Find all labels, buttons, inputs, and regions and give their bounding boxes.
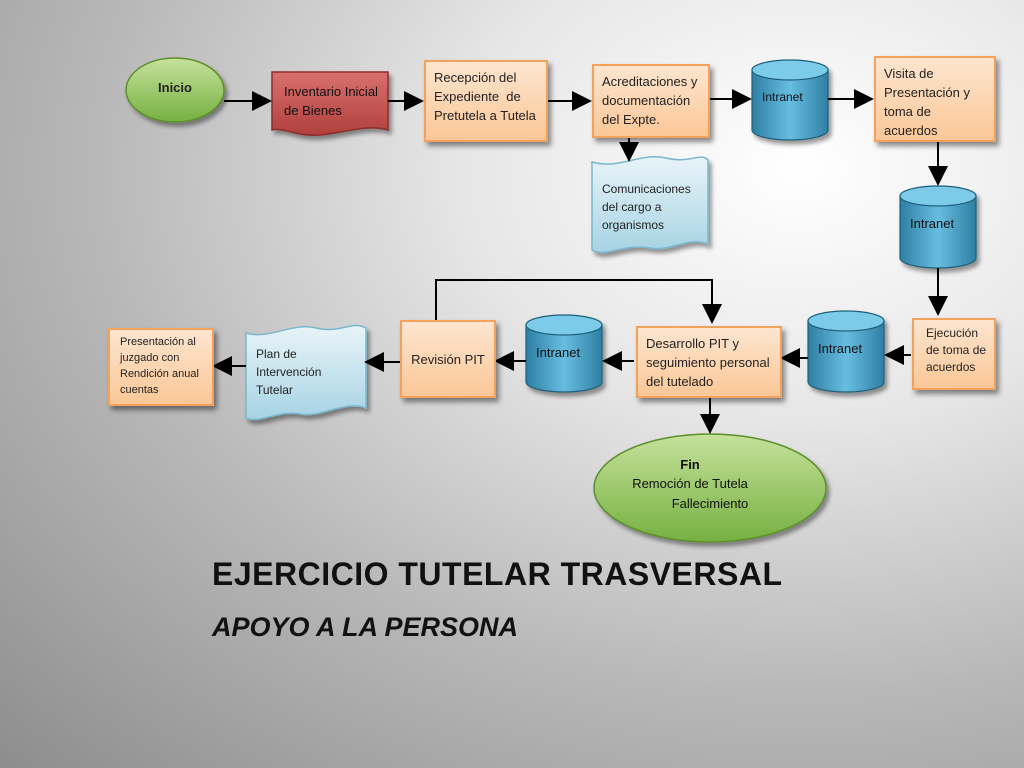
visita-line-2: Presentación y xyxy=(884,85,970,100)
ejecucion-line-3: acuerdos xyxy=(926,360,976,374)
presentacion-node: Presentación al juzgado con Rendición an… xyxy=(108,328,214,406)
comunicaciones-line-3: organismos xyxy=(602,218,665,232)
recepcion-line-3: Pretutela a Tutela xyxy=(434,108,536,123)
desarrollo-line-1: Desarrollo PIT y xyxy=(646,336,739,351)
visita-line-3: toma de acuerdos xyxy=(884,104,938,138)
recepcion-node: Recepción del Expediente de Pretutela a … xyxy=(424,60,548,142)
desarrollo-line-2: seguimiento personal xyxy=(646,355,770,370)
recepcion-line-1: Recepción del xyxy=(434,70,517,85)
plan-line-3: Tutelar xyxy=(256,383,293,397)
intranet-label-1: Intranet xyxy=(762,90,803,104)
inventario-line-2: de Bienes xyxy=(284,103,342,118)
intranet-label-2: Intranet xyxy=(910,216,955,231)
fin-oval xyxy=(593,433,827,543)
intranet-label-3: Intranet xyxy=(818,341,863,356)
comunicaciones-document-shape xyxy=(591,156,709,254)
comunicaciones-node: Comunicaciones del cargo a organismos xyxy=(602,180,708,234)
intranet-label-4: Intranet xyxy=(536,345,581,360)
acreditaciones-node: Acreditaciones y documentación del Expte… xyxy=(592,64,710,138)
acreditaciones-line-1: Acreditaciones y xyxy=(602,74,698,89)
visita-line-1: Visita de xyxy=(884,66,934,81)
inventario-label: Inventario Inicial de Bienes xyxy=(284,82,378,120)
intranet-cylinder-3 xyxy=(807,310,885,393)
desarrollo-node: Desarrollo PIT y seguimiento personal de… xyxy=(636,326,782,398)
arrow-revision-loop-desarrollo xyxy=(435,279,722,324)
inventario-line-1: Inventario Inicial xyxy=(284,84,378,99)
intranet-cylinder-4 xyxy=(525,314,603,393)
slide-subtitle: APOYO A LA PERSONA xyxy=(212,612,519,642)
plan-line-2: Intervención xyxy=(256,365,322,379)
comunicaciones-line-1: Comunicaciones xyxy=(602,182,691,196)
acreditaciones-line-3: del Expte. xyxy=(602,112,660,127)
presentacion-line-2: juzgado con xyxy=(120,352,180,364)
plan-line-1: Plan de xyxy=(256,347,297,361)
ejecucion-line-1: Ejecución xyxy=(926,326,979,340)
inicio-node: Inicio xyxy=(126,78,224,97)
recepcion-line-2: Expediente de xyxy=(434,89,521,104)
desarrollo-line-3: del tutelado xyxy=(646,374,714,389)
intranet-cylinder-1 xyxy=(751,59,829,141)
inventario-document-shape xyxy=(271,71,389,136)
fin-title: Fin xyxy=(680,457,700,472)
ejecucion-node: Ejecución de toma de acuerdos xyxy=(912,318,996,390)
ejecucion-line-2: de toma de xyxy=(926,343,987,357)
plan-document-shape xyxy=(245,324,367,421)
acreditaciones-line-2: documentación xyxy=(602,93,691,108)
intranet-cylinder-2 xyxy=(899,185,977,269)
inicio-label: Inicio xyxy=(158,80,192,95)
slide-title: EJERCICIO TUTELAR TRASVERSAL xyxy=(212,556,783,592)
fin-line-1: Remoción de Tutela xyxy=(632,476,748,491)
inicio-oval xyxy=(125,57,225,123)
visita-node: Visita de Presentación y toma de acuerdo… xyxy=(874,56,996,142)
revision-node: Revisión PIT xyxy=(400,320,496,398)
presentacion-line-1: Presentación al xyxy=(120,336,196,348)
comunicaciones-line-2: del cargo a xyxy=(602,200,662,214)
plan-node: Plan de Intervención Tutelar xyxy=(256,345,360,399)
revision-label: Revisión PIT xyxy=(411,351,485,367)
presentacion-line-3: Rendición anual xyxy=(120,368,199,380)
presentacion-line-4: cuentas xyxy=(120,384,159,396)
fin-line-2: Fallecimiento xyxy=(671,496,749,511)
inventario-node: Inventario Inicial de Bienes xyxy=(272,72,388,132)
